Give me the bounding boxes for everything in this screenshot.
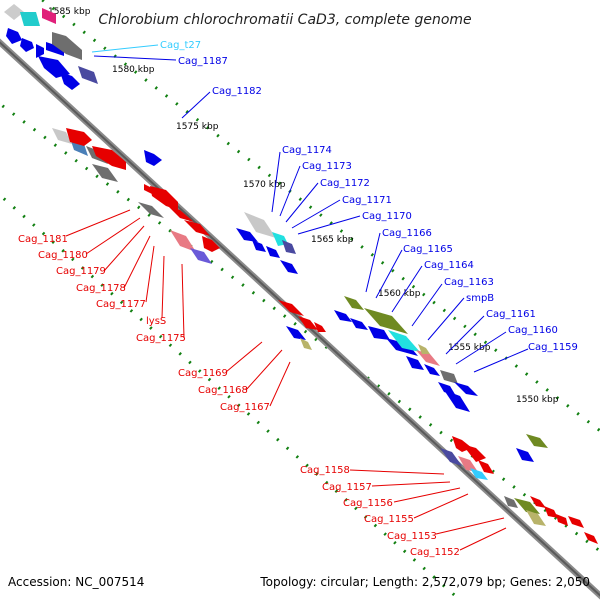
label-cag-1157[interactable]: Cag_1157 — [322, 482, 372, 493]
label-cag-1177[interactable]: Cag_1177 — [96, 299, 146, 310]
label-cag-1171[interactable]: Cag_1171 — [342, 195, 392, 206]
label-cag-1152[interactable]: Cag_1152 — [410, 547, 460, 558]
label-cag-t27[interactable]: Cag_t27 — [160, 40, 201, 51]
label-cag-1174[interactable]: Cag_1174 — [282, 145, 332, 156]
label-smpB[interactable]: smpB — [466, 293, 494, 304]
map-title: Chlorobium chlorochromatii CaD3, complet… — [98, 12, 471, 28]
tick-label-1585: 1585 kbp — [48, 7, 91, 17]
label-cag-1187[interactable]: Cag_1187 — [178, 56, 228, 67]
label-cag-1180[interactable]: Cag_1180 — [38, 250, 88, 261]
label-cag-1173[interactable]: Cag_1173 — [302, 161, 352, 172]
label-cag-1172[interactable]: Cag_1172 — [320, 178, 370, 189]
label-cag-1170[interactable]: Cag_1170 — [362, 211, 412, 222]
label-lysS[interactable]: lysS — [146, 316, 166, 327]
label-cag-1163[interactable]: Cag_1163 — [444, 277, 494, 288]
label-cag-1164[interactable]: Cag_1164 — [424, 260, 474, 271]
label-cag-1155[interactable]: Cag_1155 — [364, 514, 414, 525]
gene-labels: Cag_t27 Cag_1187 Cag_1182 Cag_1174 Cag_1… — [18, 40, 578, 558]
label-cag-1161[interactable]: Cag_1161 — [486, 309, 536, 320]
tick-label-1565: 1565 kbp — [311, 235, 354, 245]
label-cag-1175[interactable]: Cag_1175 — [136, 333, 186, 344]
label-cag-1182[interactable]: Cag_1182 — [212, 86, 262, 97]
cluster-1158 — [440, 434, 598, 544]
tick-label-1575: 1575 kbp — [176, 122, 219, 132]
label-cag-1169[interactable]: Cag_1169 — [178, 368, 228, 379]
tick-label-1570: 1570 kbp — [243, 180, 286, 190]
label-cag-1178[interactable]: Cag_1178 — [76, 283, 126, 294]
label-cag-1166[interactable]: Cag_1166 — [382, 228, 432, 239]
label-cag-1179[interactable]: Cag_1179 — [56, 266, 106, 277]
cluster-1174 — [236, 212, 326, 350]
label-cag-1156[interactable]: Cag_1156 — [343, 498, 393, 509]
label-cag-1168[interactable]: Cag_1168 — [198, 385, 248, 396]
tick-label-1580: 1580 kbp — [112, 65, 155, 75]
label-cag-1160[interactable]: Cag_1160 — [508, 325, 558, 336]
label-cag-1153[interactable]: Cag_1153 — [387, 531, 437, 542]
tick-label-1560: 1560 kbp — [378, 289, 421, 299]
label-cag-1159[interactable]: Cag_1159 — [528, 342, 578, 353]
cluster-1587 — [4, 4, 98, 90]
kbp-ticks: 1585 kbp 1580 kbp 1575 kbp 1570 kbp 1565… — [48, 7, 559, 405]
gene-features — [4, 4, 598, 544]
label-cag-1165[interactable]: Cag_1165 — [403, 244, 453, 255]
label-cag-1181[interactable]: Cag_1181 — [18, 234, 68, 245]
label-cag-1158[interactable]: Cag_1158 — [300, 465, 350, 476]
cluster-1166 — [334, 296, 478, 412]
cluster-1181 — [52, 128, 220, 264]
label-cag-1167[interactable]: Cag_1167 — [220, 402, 270, 413]
accession-text: Accession: NC_007514 — [8, 575, 144, 589]
tick-label-1555: 1555 kbp — [448, 343, 491, 353]
leader-lines — [65, 44, 529, 551]
tick-label-1550: 1550 kbp — [516, 395, 559, 405]
genome-summary-text: Topology: circular; Length: 2,572,079 bp… — [259, 575, 590, 589]
